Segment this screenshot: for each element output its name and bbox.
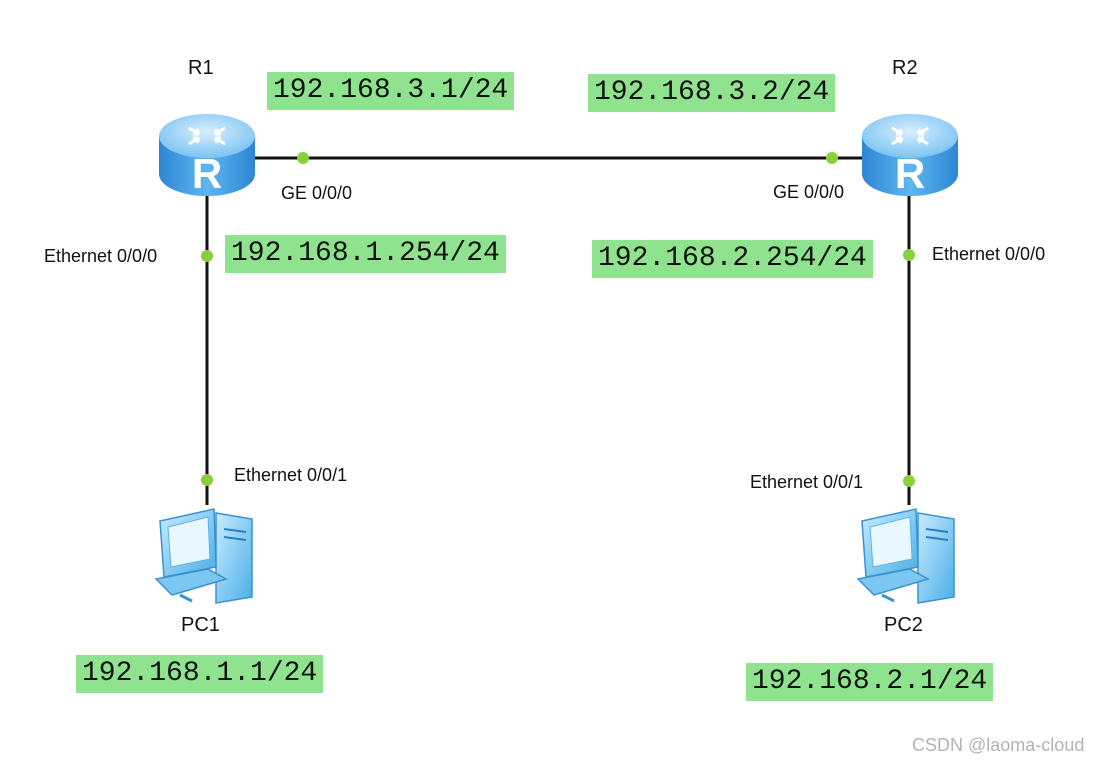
port-label-pc2-eth: Ethernet 0/0/1	[750, 472, 864, 492]
router-icon: R	[159, 114, 255, 197]
port-dot-r2-eth	[903, 249, 915, 261]
port-label-pc1-eth: Ethernet 0/0/1	[234, 465, 348, 485]
port-label-r1-eth: Ethernet 0/0/0	[44, 246, 158, 266]
pc-label-pc1: PC1	[181, 614, 220, 636]
port-dot-r2-ge	[826, 152, 838, 164]
ip-label-r1-ge: 192.168.3.1/24	[267, 72, 515, 110]
router-label-r1: R1	[188, 57, 214, 79]
port-label-r2-ge: GE 0/0/0	[773, 182, 845, 202]
ip-label-r2-ge: 192.168.3.2/24	[588, 74, 836, 112]
port-label-r2-eth: Ethernet 0/0/0	[932, 244, 1046, 264]
ip-label-r2-eth: 192.168.2.254/24	[592, 240, 873, 278]
ip-label-pc1: 192.168.1.1/24	[76, 655, 324, 693]
port-dot-r1-ge	[297, 152, 309, 164]
ip-label-pc2: 192.168.2.1/24	[746, 663, 994, 701]
router-label-r2: R2	[892, 57, 918, 79]
watermark-text: CSDN @laoma-cloud	[912, 735, 1085, 755]
pc-icon	[856, 508, 955, 604]
port-dot-pc1-eth	[201, 474, 213, 486]
pc-icon	[154, 508, 253, 604]
router-icon: R	[862, 114, 958, 197]
port-dot-pc2-eth	[903, 475, 915, 487]
port-dot-r1-eth	[201, 250, 213, 262]
pc-label-pc2: PC2	[884, 614, 923, 636]
svg-text:R: R	[192, 150, 222, 197]
ip-label-r1-eth: 192.168.1.254/24	[225, 235, 506, 273]
svg-text:R: R	[895, 150, 925, 197]
port-label-r1-ge: GE 0/0/0	[281, 183, 353, 203]
